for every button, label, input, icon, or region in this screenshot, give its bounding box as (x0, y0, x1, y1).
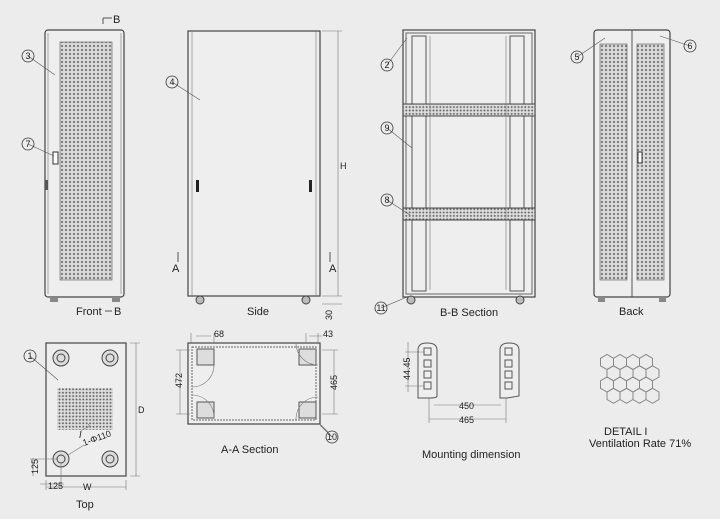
dim-43: 43 (323, 329, 333, 339)
depth-label: D (138, 405, 145, 415)
callout-8: 8 (380, 193, 411, 216)
svg-text:3: 3 (25, 51, 30, 61)
svg-text:2: 2 (384, 60, 389, 70)
unit-pitch-dim: 44.45 (402, 357, 412, 380)
svg-text:6: 6 (687, 41, 692, 51)
svg-text:8: 8 (384, 195, 389, 205)
bb-section-view: B-B Section (402, 29, 536, 319)
callout-6: 6 (659, 35, 697, 53)
hexagon-hole (606, 387, 621, 404)
section-mark-a-left: A (172, 263, 180, 275)
svg-text:4: 4 (169, 77, 174, 87)
callout-2: 2 (380, 37, 408, 72)
top-title: Top (76, 499, 94, 511)
base-dim: 30 (324, 310, 334, 320)
aa-section-view: 68 43 472 465 A-A Section (174, 329, 339, 456)
section-mark-a-right: A (329, 263, 337, 275)
svg-text:9: 9 (384, 123, 389, 133)
callout-5: 5 (570, 37, 606, 64)
hexagon-hole (645, 387, 660, 404)
bb-section-title: B-B Section (440, 307, 498, 319)
outer-width-dim: 465 (459, 415, 474, 425)
callout-11: 11 (374, 296, 408, 315)
height-label: H (340, 161, 347, 171)
dim-125-y: 125 (30, 459, 40, 474)
section-mark-b: B (113, 14, 120, 26)
front-section-suffix: B (114, 306, 121, 318)
side-title: Side (247, 306, 269, 318)
width-label: W (83, 482, 92, 492)
svg-text:7: 7 (25, 139, 30, 149)
detail-ventilation (600, 353, 660, 404)
inner-width-dim: 450 (459, 401, 474, 411)
callout-7: 7 (21, 137, 55, 157)
hexagon-hole (619, 387, 634, 404)
dim-125-x: 125 (48, 481, 63, 491)
dim-68: 68 (214, 329, 224, 339)
callout-4: 4 (165, 75, 201, 101)
detail-mark: I (79, 430, 82, 440)
mounting-dimension: 44.45 450 465 Mounting dimension (402, 342, 520, 461)
svg-text:1: 1 (27, 351, 32, 361)
callout-9: 9 (380, 121, 413, 149)
callout-10: 10 (319, 424, 339, 444)
svg-text:5: 5 (574, 52, 579, 62)
detail-title: DETAIL I (604, 426, 647, 438)
mounting-title: Mounting dimension (422, 449, 520, 461)
back-view: Back (593, 29, 671, 318)
front-view: B Front B (44, 14, 125, 318)
callout-3: 3 (21, 49, 56, 76)
side-view: A A H 30 Side (172, 30, 347, 320)
svg-text:10: 10 (327, 432, 337, 442)
dim-472: 472 (174, 373, 184, 388)
svg-text:11: 11 (376, 303, 385, 313)
dim-465: 465 (329, 375, 339, 390)
front-title: Front (76, 306, 102, 318)
callouts: 1 2 3 4 5 6 7 8 9 10 11 (21, 35, 697, 444)
top-view: D W 125 125 1-Φ110 I Top (30, 342, 145, 511)
callout-1: 1 (23, 349, 59, 381)
back-title: Back (619, 306, 644, 318)
aa-section-title: A-A Section (221, 444, 278, 456)
hexagon-hole (632, 387, 647, 404)
ventilation-rate: Ventilation Rate 71% (589, 438, 691, 450)
